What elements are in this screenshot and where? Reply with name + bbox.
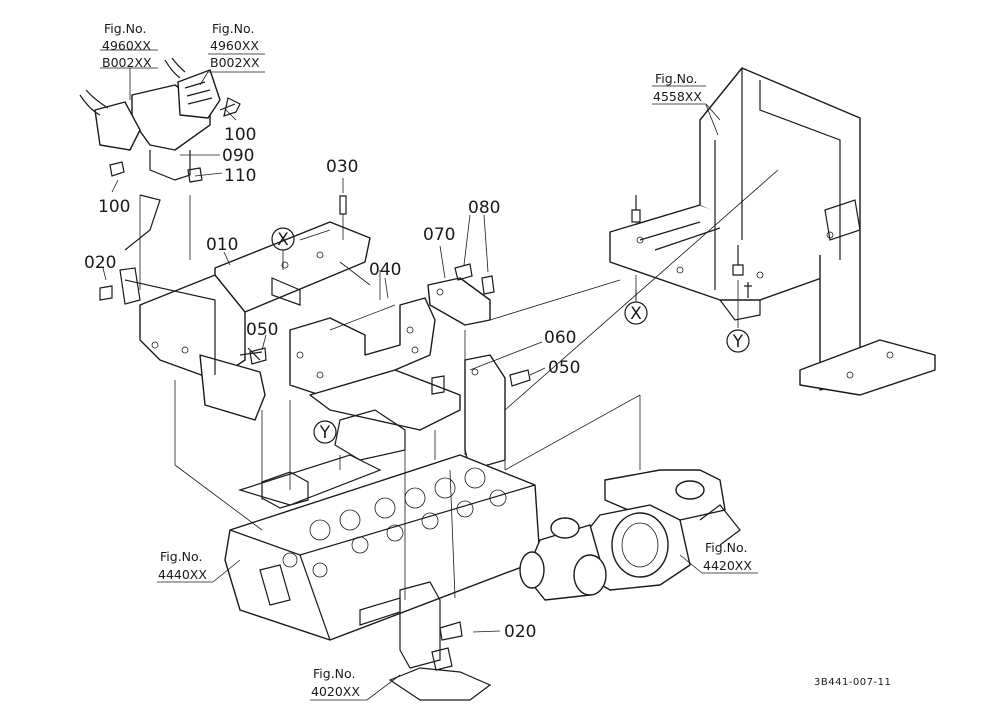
part-060: 060 xyxy=(544,328,576,348)
main-bracket xyxy=(99,221,371,421)
marker-x-upper: X xyxy=(277,230,289,250)
part-050-right: 050 xyxy=(548,358,580,378)
support-frame xyxy=(609,67,936,396)
part-numbers: 100 090 110 100 010 020 030 040 070 080 … xyxy=(84,125,580,642)
part-110: 110 xyxy=(224,166,256,186)
fig-ref-code-1a: 4960XX xyxy=(102,38,151,53)
part-100-top: 100 xyxy=(224,125,256,145)
fig-ref-label-bottom: Fig.No. xyxy=(313,666,355,681)
marker-y-mid: Y xyxy=(319,423,331,443)
fig-ref-code-turbo: 4420XX xyxy=(703,558,752,573)
part-100-left: 100 xyxy=(98,197,130,217)
fig-ref-label-frame: Fig.No. xyxy=(655,71,697,86)
fig-ref-code-2a: 4960XX xyxy=(210,38,259,53)
part-090: 090 xyxy=(222,146,254,166)
marker-x-frame: X xyxy=(630,304,642,324)
marker-y-frame-circle xyxy=(726,329,750,353)
fig-ref-code-1b: B002XX xyxy=(102,55,152,70)
marker-y-frame: Y xyxy=(732,332,744,352)
part-080: 080 xyxy=(468,198,500,218)
leader-lines xyxy=(174,169,779,600)
fig-ref-code-2b: B002XX xyxy=(210,55,260,70)
fig-ref-code-bottom: 4020XX xyxy=(311,684,360,699)
part-030: 030 xyxy=(326,157,358,177)
fig-ref-code-frame: 4558XX xyxy=(653,89,702,104)
figure-references: Fig.No. 4960XX B002XX Fig.No. 4960XX B00… xyxy=(102,21,752,699)
drawing-reference: 3B441-007-11 xyxy=(814,677,891,688)
fig-ref-code-head: 4440XX xyxy=(158,567,207,582)
fig-ref-label-turbo: Fig.No. xyxy=(705,540,747,555)
part-040: 040 xyxy=(369,260,401,280)
part-020-left: 020 xyxy=(84,253,116,273)
fig-ref-label-2: Fig.No. xyxy=(212,21,254,36)
marker-y-mid-circle xyxy=(313,420,337,444)
part-010: 010 xyxy=(206,235,238,255)
fig-ref-label-1: Fig.No. xyxy=(104,21,146,36)
fig-ref-label-head: Fig.No. xyxy=(160,549,202,564)
part-020-bottom: 020 xyxy=(504,622,536,642)
turbocharger xyxy=(519,469,741,601)
cylinder-head xyxy=(224,454,541,701)
valve-ports xyxy=(282,467,507,578)
part-070: 070 xyxy=(423,225,455,245)
part-050-left: 050 xyxy=(246,320,278,340)
center-brackets xyxy=(249,195,531,471)
location-markers: X X Y Y xyxy=(271,227,750,444)
sensor-bracket-assembly xyxy=(79,57,241,290)
callout-leaders xyxy=(100,49,758,701)
